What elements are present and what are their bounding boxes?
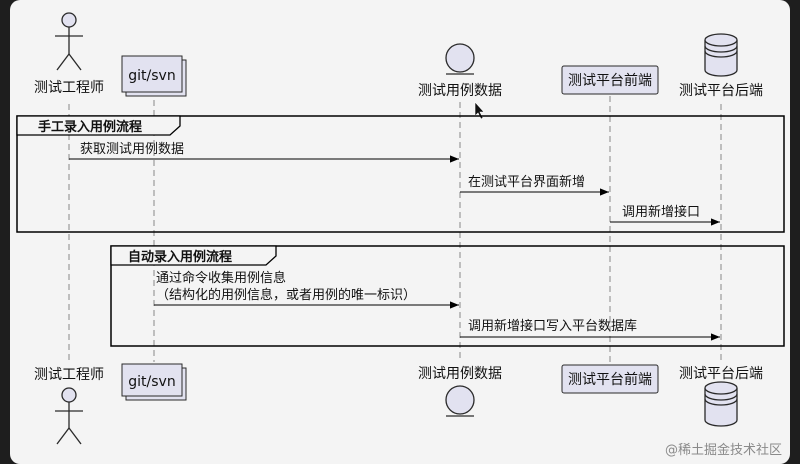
message-label-collect-info-note: （结构化的用例信息，或者用例的唯一标识）	[156, 287, 416, 303]
group-manual: 手工录入用例流程	[16, 115, 785, 233]
participant-tester-top: 测试工程师	[34, 80, 104, 96]
participant-case-data-bottom: 测试用例数据	[418, 366, 502, 382]
participant-frontend-bottom: 测试平台前端	[568, 371, 652, 388]
database-icon	[704, 33, 738, 77]
database-icon-bottom	[704, 381, 738, 427]
participant-case-data-top: 测试用例数据	[418, 83, 502, 99]
entity-icon-bottom	[445, 385, 475, 417]
message-label-write-db: 调用新增接口写入平台数据库	[468, 318, 637, 334]
participant-repo-top: git/svn	[128, 68, 175, 84]
sequence-diagram: 测试工程师 git/svn 测试用例数据 测试平台前端 测试平台后端 手工录入用…	[16, 12, 785, 445]
actor-icon	[55, 12, 83, 71]
message-label-add-in-ui: 在测试平台界面新增	[468, 174, 585, 190]
watermark: @稀土掘金技术社区	[664, 443, 782, 458]
group-manual-title: 手工录入用例流程	[38, 119, 142, 135]
message-label-collect-info: 通过命令收集用例信息	[156, 270, 286, 286]
participant-tester-bottom: 测试工程师	[34, 367, 104, 383]
collections-icon	[121, 55, 187, 97]
participant-backend-top: 测试平台后端	[679, 83, 763, 99]
entity-icon	[445, 43, 475, 75]
actor-icon-bottom	[55, 387, 83, 445]
collections-icon-bottom	[121, 363, 187, 401]
message-label-get-case-data: 获取测试用例数据	[80, 142, 184, 157]
group-auto-title: 自动录入用例流程	[128, 249, 232, 265]
participant-box-frontend-bottom	[561, 364, 659, 394]
diagram-canvas: 测试工程师 git/svn 测试用例数据 测试平台前端 测试平台后端 手工录入用…	[10, 0, 790, 464]
participant-box-frontend-top	[561, 65, 659, 95]
message-label-call-add-api: 调用新增接口	[622, 204, 700, 220]
group-auto: 自动录入用例流程	[110, 245, 785, 347]
participant-backend-bottom: 测试平台后端	[679, 366, 763, 382]
participant-repo-bottom: git/svn	[128, 374, 175, 390]
participant-frontend-top: 测试平台前端	[568, 72, 652, 89]
